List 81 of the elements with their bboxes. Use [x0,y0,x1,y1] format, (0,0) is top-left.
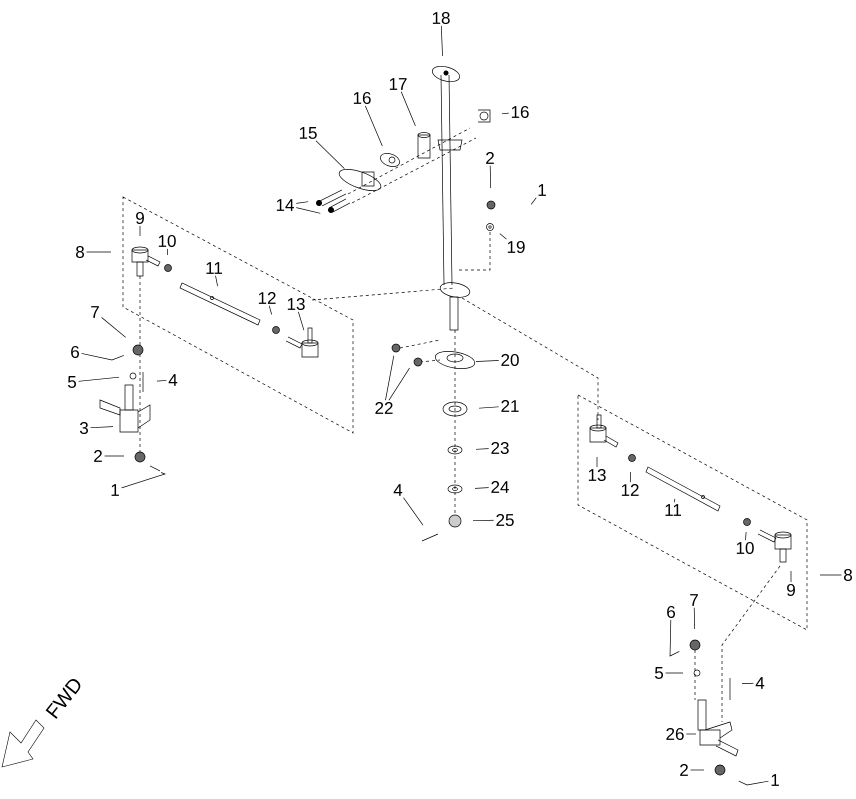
callout-number: 9 [136,212,144,224]
callout-number: 12 [622,484,639,496]
callout-number: 4 [756,677,764,689]
callout-number: 8 [844,568,852,582]
leader-line [316,140,345,169]
callout-number: 6 [71,346,79,358]
leader-line [78,376,120,382]
callout-number: 12 [258,292,276,304]
leader-line [81,353,124,360]
leader-line [530,197,537,205]
leader-line [403,497,424,526]
leader-line [745,532,746,540]
leader-line [694,607,696,630]
callout-number: 19 [508,240,525,254]
leader-line [490,165,492,188]
callout-number: 3 [80,422,88,434]
leader-line [820,574,842,576]
callout-number: 11 [665,504,681,516]
callout-number: 5 [68,376,76,388]
leader-line [298,312,304,331]
leader-line [296,207,321,214]
callout-number: 26 [666,728,684,740]
callout-number: 6 [667,606,675,618]
leader-line [90,426,114,428]
leader-line [665,672,684,674]
leader-line [596,456,598,468]
leader-line [296,201,308,204]
leader-line [742,682,754,684]
leader-line [738,780,769,786]
leader-line [101,317,126,338]
callout-number: 10 [158,234,176,248]
leader-line [476,448,490,450]
callout-number: 4 [168,374,178,386]
leader-line [476,360,500,362]
leader-line [474,487,490,489]
callout-number: 25 [496,514,514,526]
callout-number: 14 [276,199,294,211]
callout-number: 7 [690,594,698,606]
callout-number: 10 [736,542,754,554]
callout-number: 17 [390,78,407,90]
leader-line [440,26,443,56]
callout-number: 13 [588,468,606,482]
leader-line [478,406,500,409]
leader-line [790,570,792,582]
callout-number: 16 [354,92,371,104]
leader-line [670,620,680,657]
callout-number: 2 [486,152,494,164]
callout-number: 15 [300,127,317,139]
callout-number: 7 [91,306,99,318]
callout-number: 8 [76,246,84,258]
callout-number: 13 [288,298,305,310]
callout-number: 1 [538,184,546,196]
callout-number: 11 [206,262,222,274]
callout-number: 9 [787,584,795,596]
callout-number: 1 [772,774,779,786]
leader-line [156,380,167,382]
callout-number: 20 [501,354,519,366]
leader-line [167,248,168,256]
leader-line [674,498,676,503]
leader-line [268,305,272,315]
callout-number: 2 [94,450,102,462]
leader-line [215,275,218,287]
callout-number: 1 [112,484,119,496]
callout-number: 2 [680,764,688,776]
callout-number: 21 [501,400,519,412]
callout-number: 4 [394,484,402,496]
leader-line [472,520,494,522]
leader-line [385,355,394,401]
leader-line [388,368,410,401]
callout-number: 23 [491,442,509,454]
callout-number: 18 [432,12,450,24]
leader-line [121,472,166,488]
leader-line [630,472,631,483]
callout-number: 16 [512,106,529,118]
leader-line [502,112,510,114]
leader-line [364,106,383,146]
leader-line [499,233,507,240]
callout-number: 5 [654,667,664,679]
callout-number: 24 [491,481,509,493]
callout-number: 22 [375,402,393,414]
leader-line [400,91,416,126]
